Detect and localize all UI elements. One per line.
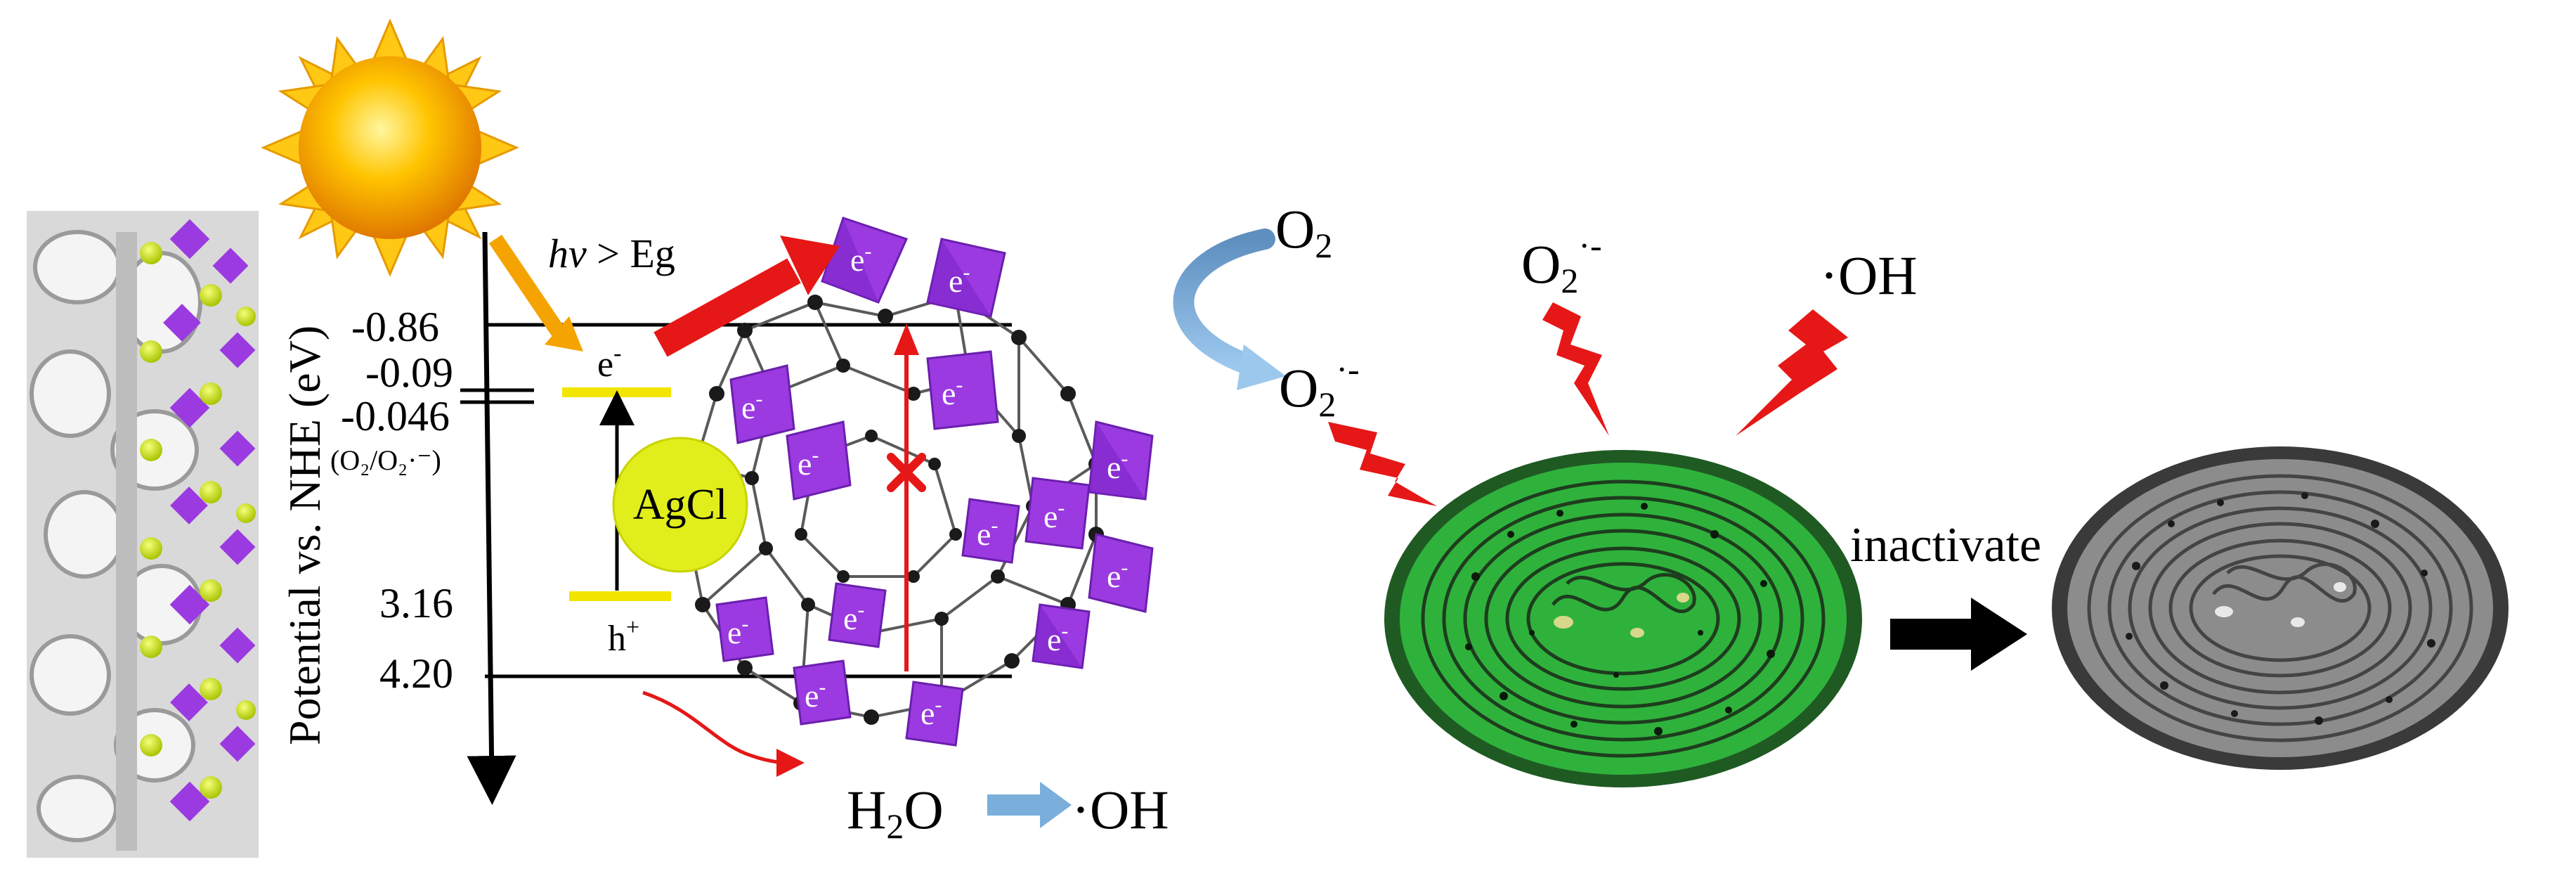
hydroxyl-product-label: ·OH (1072, 779, 1169, 840)
inactivate-label: inactivate (1850, 518, 2041, 572)
tick-neg-0-86: -0.86 (351, 304, 439, 350)
excitation-label: hv > Eg (548, 231, 675, 276)
blocked-x-icon (887, 453, 926, 492)
agcl-hole-label: h+ (608, 614, 639, 659)
porous-scaffold (27, 211, 259, 858)
hole-transfer-arrow (642, 690, 805, 777)
tick-o2-couple: (O₂/O₂·⁻) (330, 444, 441, 476)
lightning-icon-right (1736, 309, 1848, 436)
axis-label: Potential vs. NHE (eV) (280, 326, 330, 745)
pom-electron-1: e- (850, 240, 871, 278)
water-label: H2O (847, 779, 944, 846)
inactivate-arrow (1890, 598, 2027, 671)
oxygen-label: O2 (1275, 198, 1332, 265)
pom-electron-11: e- (843, 598, 864, 636)
pom-electron-2: e- (949, 261, 970, 299)
agcl-electron-label: e- (597, 340, 621, 385)
lightning-icon-left (1328, 422, 1437, 506)
pom-electron-4: e- (942, 373, 963, 411)
agcl-label: AgCl (633, 481, 727, 529)
pom-electron-3: e- (741, 387, 762, 425)
tick-neg-0-09: -0.09 (365, 349, 453, 396)
tick-3-16: 3.16 (379, 580, 453, 626)
potential-axis: Potential vs. NHE (eV) (280, 231, 516, 805)
pom-electron-6: e- (1107, 447, 1128, 485)
hydroxyl-radical-label: ·OH (1820, 245, 1918, 306)
lightning-icon-center (1542, 302, 1609, 436)
pom-electron-7: e- (1043, 496, 1065, 534)
sun-icon (261, 18, 519, 277)
hv-label: hv (548, 231, 587, 276)
tick-4-20: 4.20 (379, 650, 453, 697)
superoxide-label: O2·- (1279, 349, 1360, 424)
agcl-particle: AgCl (612, 437, 748, 573)
bacterium-active (1384, 450, 1862, 787)
pom-electron-14: e- (921, 693, 942, 731)
pom-electron-13: e- (805, 676, 826, 714)
axis-tick-labels: -0.86 -0.09 -0.046 (O₂/O₂·⁻) 3.16 4.20 (330, 304, 453, 697)
pom-cluster (681, 217, 1154, 747)
electron-transfer-arrow (653, 236, 840, 357)
lightning-bolts (1328, 302, 1848, 506)
pom-electron-12: e- (1047, 619, 1068, 657)
pom-electron-5: e- (798, 444, 819, 482)
water-to-hydroxyl-arrow (987, 782, 1072, 828)
superoxide-top-label: O2·- (1521, 226, 1602, 300)
bacterium-inactivated (2052, 446, 2509, 770)
tick-neg-0-046: -0.046 (341, 393, 450, 439)
gt-eg-label: > Eg (587, 231, 675, 276)
oxygen-reduction-arrow (1173, 228, 1286, 390)
blocked-transition-arrow (887, 323, 926, 671)
pom-electron-9: e- (1107, 556, 1128, 594)
pom-electron-labels: e- e- e- e- e- e- e- e- e- e- e- e- e- e… (727, 240, 1128, 731)
pom-electron-10: e- (727, 612, 748, 650)
excitation-arrow (488, 234, 583, 352)
pom-electron-8: e- (977, 514, 998, 552)
